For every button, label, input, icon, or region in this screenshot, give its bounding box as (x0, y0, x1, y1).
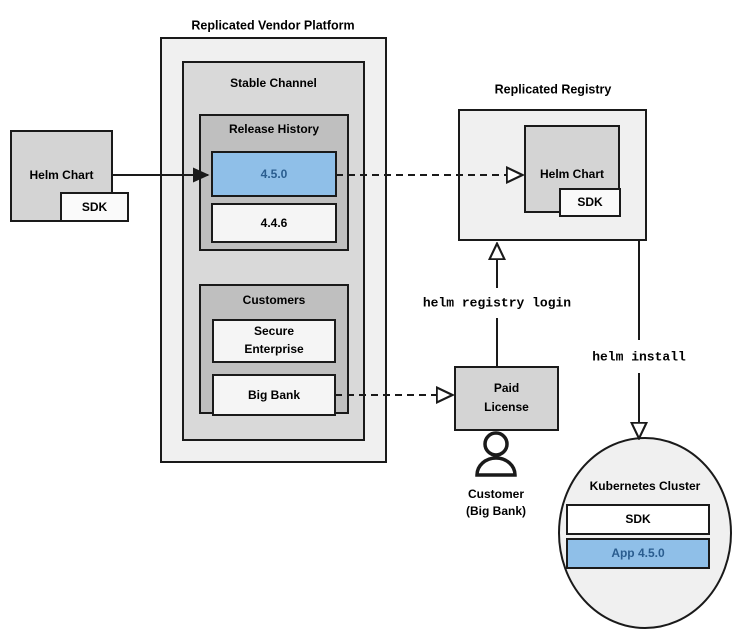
customer-entry-label-0: Secure (254, 324, 294, 338)
customer-actor-label-line2: (Big Bank) (466, 504, 526, 518)
release-version-box-0[interactable] (211, 151, 337, 197)
release-history-title: Release History (229, 122, 319, 136)
source-sdk-label: SDK (82, 200, 108, 214)
customers-title: Customers (243, 293, 306, 307)
person-icon (475, 431, 517, 477)
command-install-label: helm install (592, 349, 686, 364)
cluster-item-box-0[interactable] (566, 504, 710, 535)
customer-entry-box-0[interactable] (212, 319, 336, 363)
customer-actor-label-line1: Customer (468, 487, 524, 501)
customer-entry-label-1: Big Bank (248, 388, 300, 402)
customer-entry-label-0b: Enterprise (244, 342, 304, 356)
source-helm-chart-group: Helm Chart SDK (10, 130, 129, 222)
cluster-item-label-0: SDK (625, 512, 651, 526)
source-helm-chart-label: Helm Chart (29, 168, 93, 182)
registry-helm-chart-label: Helm Chart (540, 167, 604, 181)
registry-sdk-label: SDK (577, 195, 603, 209)
paid-license-box (454, 366, 559, 431)
paid-license-label-line2: License (484, 400, 529, 414)
paid-license-label-line1: Paid (494, 381, 519, 395)
release-version-box-1[interactable] (211, 203, 337, 243)
command-registry-login-label: helm registry login (423, 295, 571, 310)
stable-channel-title: Stable Channel (230, 76, 317, 90)
release-version-label-0: 4.5.0 (261, 167, 288, 181)
registry-title: Replicated Registry (495, 82, 612, 96)
source-sdk-box (60, 192, 129, 222)
release-version-label-1: 4.4.6 (261, 216, 288, 230)
cluster-item-label-1: App 4.5.0 (611, 546, 665, 560)
platform-title: Replicated Vendor Platform (191, 18, 354, 32)
customer-entry-box-1[interactable] (212, 374, 336, 416)
registry-sdk-box (559, 188, 621, 217)
cluster-item-box-1[interactable] (566, 538, 710, 569)
kubernetes-cluster-title: Kubernetes Cluster (590, 479, 701, 493)
